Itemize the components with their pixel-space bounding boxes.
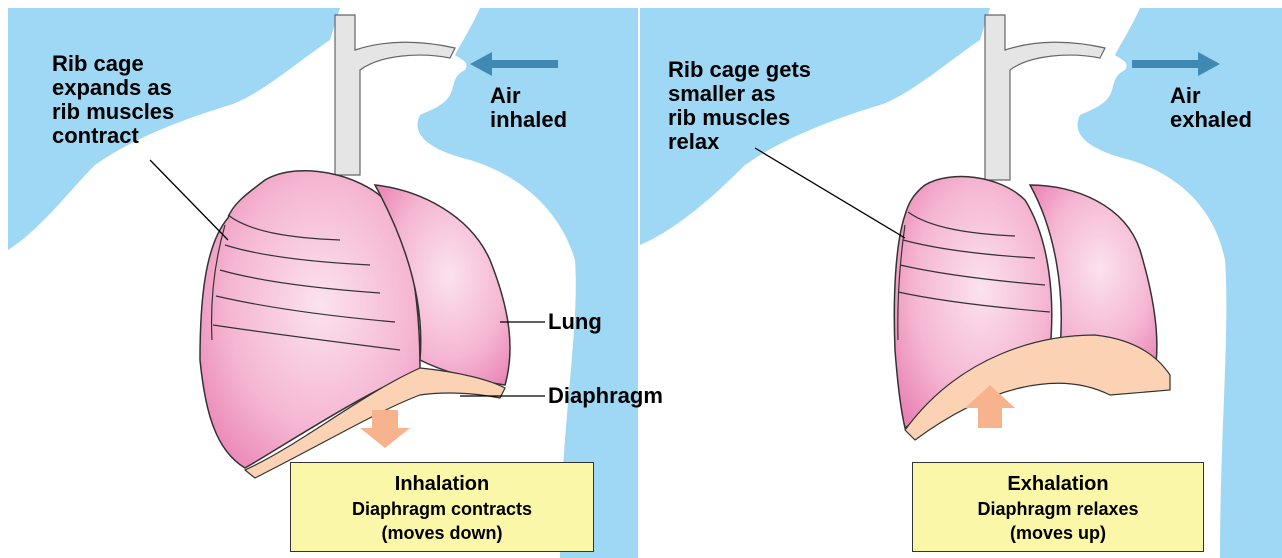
air-inhaled-label: Air inhaled [490, 84, 567, 132]
lung-label: Lung [548, 310, 602, 334]
exhalation-line1: Diaphragm relaxes [913, 497, 1203, 521]
exhalation-title: Exhalation [913, 471, 1203, 497]
inhalation-line1: Diaphragm contracts [291, 497, 593, 521]
exhalation-line2: (moves up) [913, 521, 1203, 545]
air-exhaled-label: Air exhaled [1170, 84, 1252, 132]
rib-cage-smaller-label: Rib cage gets smaller as rib muscles rel… [668, 58, 811, 154]
diaphragm-label: Diaphragm [548, 384, 663, 408]
inhalation-line2: (moves down) [291, 521, 593, 545]
rib-cage-expands-label: Rib cage expands as rib muscles contract [52, 52, 174, 148]
inhalation-title: Inhalation [291, 471, 593, 497]
inhalation-caption: Inhalation Diaphragm contracts (moves do… [290, 462, 594, 552]
exhalation-caption: Exhalation Diaphragm relaxes (moves up) [912, 462, 1204, 552]
